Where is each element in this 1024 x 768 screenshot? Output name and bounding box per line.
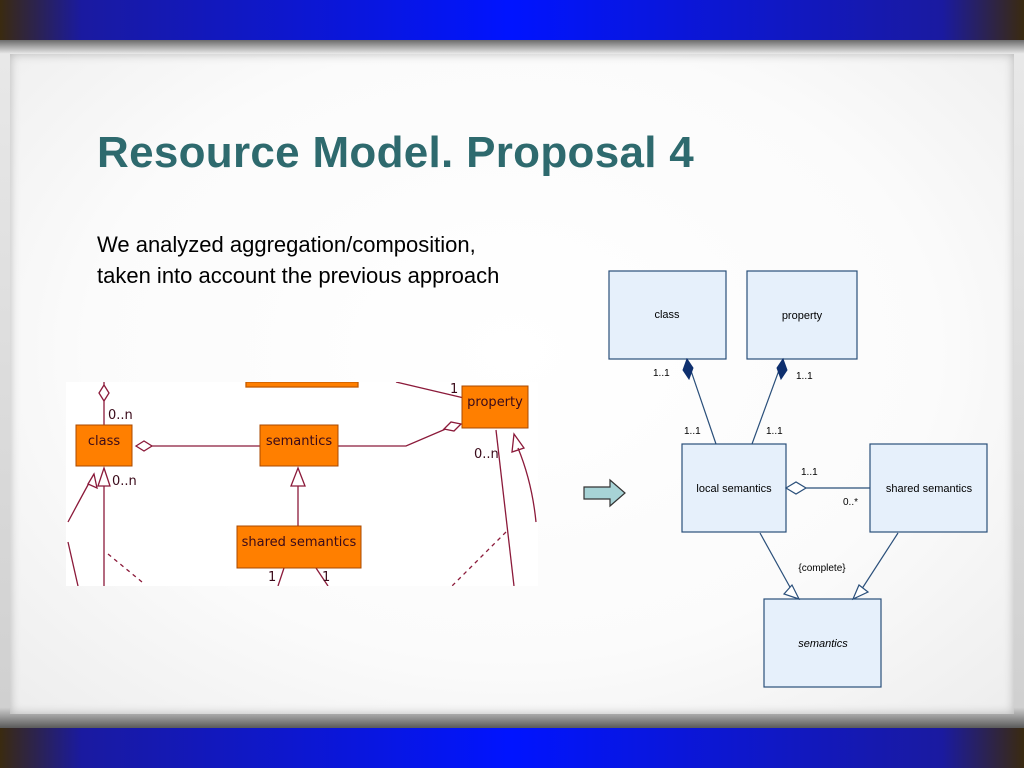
- new-class-label: class: [654, 309, 680, 321]
- complete-constraint: {complete}: [798, 563, 846, 574]
- new-semantics-box: [763, 598, 882, 688]
- property-generalization-arrow: [511, 432, 526, 453]
- local-generalization-arrow: [782, 583, 801, 601]
- mult-property-comp: 1..1: [796, 371, 813, 382]
- old-mult-shared-right: 1: [322, 570, 330, 585]
- transition-arrow: [583, 478, 626, 508]
- new-semantics-label: semantics: [798, 638, 848, 650]
- old-property-box: [461, 385, 529, 429]
- old-property-label: property: [467, 395, 523, 410]
- property-local-link: [751, 361, 783, 445]
- old-class-box: [75, 424, 133, 467]
- bottom-blue-band: [0, 728, 1024, 768]
- shared-generalization-arrow: [851, 584, 870, 601]
- new-property-box: [746, 270, 858, 360]
- old-mult-property-top: 1: [450, 382, 458, 397]
- property-top-link: [395, 382, 465, 399]
- property-composition-diamond: [776, 357, 788, 381]
- new-diagram: class property local semantics shared se…: [608, 270, 988, 688]
- new-property-label: property: [782, 310, 823, 322]
- new-local-semantics-box: [681, 443, 787, 533]
- property-right-curve: [517, 447, 537, 523]
- shared-generalization-line: [855, 532, 899, 599]
- mult-shared-to-local: 0..*: [843, 497, 858, 508]
- body-line-1: We analyzed aggregation/composition,: [97, 232, 476, 257]
- old-mult-class-bottom: 0..n: [112, 474, 137, 489]
- right-arrow-icon: [583, 478, 626, 508]
- top-blue-band: [0, 0, 1024, 40]
- old-diagram: class semantics property shared semantic…: [66, 382, 538, 586]
- new-class-box: [608, 270, 727, 360]
- mult-local-to-class: 1..1: [684, 426, 701, 437]
- new-shared-semantics-box: [869, 443, 988, 533]
- new-local-semantics-label: local semantics: [696, 483, 772, 495]
- class-semantics-diamond: [134, 440, 154, 452]
- body-line-2: taken into account the previous approach: [97, 263, 500, 288]
- shared-generalization-arrow: [290, 466, 306, 487]
- shared-bottom-right-line: [315, 567, 329, 586]
- local-aggregation-diamond: [784, 481, 808, 495]
- old-mult-shared-left: 1: [268, 570, 276, 585]
- class-local-link: [687, 361, 717, 445]
- old-shared-semantics-label: shared semantics: [242, 535, 357, 550]
- mult-local-to-shared: 1..1: [801, 467, 818, 478]
- class-composition-diamond: [682, 357, 694, 381]
- cropped-box: [245, 382, 359, 388]
- semantics-property-diamond: [442, 421, 463, 432]
- slide-title: Resource Model. Proposal 4: [97, 128, 695, 177]
- shared-bottom-left-line: [277, 567, 285, 586]
- old-shared-semantics-box: [236, 525, 362, 569]
- class-generalization-arrow: [97, 465, 111, 487]
- old-semantics-box: [259, 424, 339, 467]
- old-class-label: class: [88, 434, 120, 449]
- class-left-line: [67, 541, 79, 586]
- new-shared-semantics-label: shared semantics: [886, 483, 973, 495]
- old-semantics-label: semantics: [266, 434, 332, 449]
- old-mult-class-top: 0..n: [108, 408, 133, 423]
- old-mult-property-bottom: 0..n: [474, 447, 499, 462]
- property-bottom-line: [495, 429, 515, 586]
- mult-class-comp: 1..1: [653, 368, 670, 379]
- mult-local-to-property: 1..1: [766, 426, 783, 437]
- class-left-arrow: [87, 472, 98, 490]
- body-text: We analyzed aggregation/composition, tak…: [97, 229, 577, 291]
- class-top-aggregation-diamond: [98, 383, 110, 403]
